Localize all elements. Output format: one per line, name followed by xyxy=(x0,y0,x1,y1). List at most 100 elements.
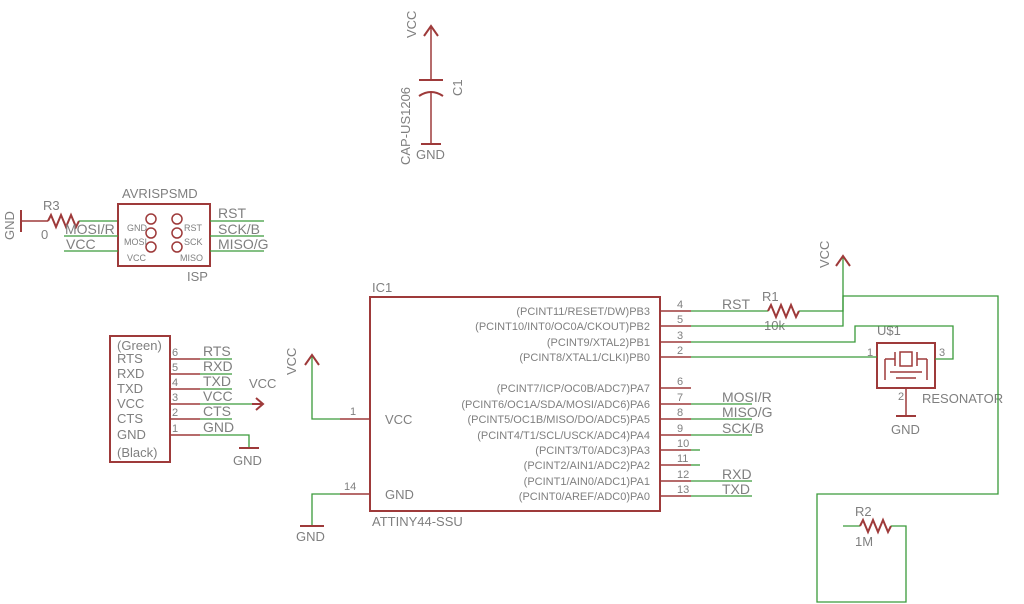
ftdi-num-1: 1 xyxy=(172,423,178,435)
ftdi-pin-rts: RTS xyxy=(117,351,143,366)
ic-pin-number: 13 xyxy=(677,484,689,496)
r3-name: R3 xyxy=(43,198,60,213)
ftdi-net-vcc: VCC xyxy=(203,388,233,404)
ftdi-pin-vcc: VCC xyxy=(117,396,144,411)
ic-pin-1: 1 xyxy=(350,406,356,418)
ic-pin-number: 9 xyxy=(677,423,683,435)
ic-pin-label: (PCINT11/RESET/DW)PB3 xyxy=(516,306,650,318)
isp-net-rst: RST xyxy=(218,205,246,221)
ic-attiny44[interactable]: IC1 ATTINY44-SSU VCC GND 1 VCC 14 GND (P… xyxy=(284,280,773,544)
ftdi-vcc-arrow-label: VCC xyxy=(249,376,276,391)
resonator-pin-1: 1 xyxy=(867,347,873,359)
capacitor-c1[interactable]: VCC C1 CAP-US1206 GND xyxy=(398,11,465,165)
isp-net-miso: MISO/G xyxy=(218,236,269,252)
ftdi-pin-gnd: GND xyxy=(117,427,146,442)
ic-pin-label: (PCINT7/ICP/OC0B/ADC7)PA7 xyxy=(497,383,650,395)
gnd-label: GND xyxy=(416,147,445,162)
ic-gnd-pin-label: GND xyxy=(385,487,414,502)
resonator-pin-3: 3 xyxy=(939,347,945,359)
resistor-r2[interactable]: R2 1M xyxy=(843,504,907,549)
ftdi-net-rts: RTS xyxy=(203,343,231,359)
ftdi-gnd-label: GND xyxy=(233,453,262,468)
ic-pin-14: 14 xyxy=(344,481,356,493)
isp-net-vcc: VCC xyxy=(66,236,96,252)
ftdi-pin-cts: CTS xyxy=(117,411,143,426)
ic-pin-label: (PCINT0/AREF/ADC0)PA0 xyxy=(519,491,650,503)
ic-gnd-net: GND xyxy=(296,529,325,544)
ftdi-bottom-label: (Black) xyxy=(117,445,157,460)
ic-vcc-pin-label: VCC xyxy=(385,412,412,427)
isp-pin-mosi: MOSI xyxy=(124,237,147,247)
ic-vcc-net: VCC xyxy=(284,348,299,375)
ftdi-num-3: 3 xyxy=(172,392,178,404)
ic-pin-number: 3 xyxy=(677,330,683,342)
ic-right-pin-group: (PCINT11/RESET/DW)PB3 4 RST (PCINT10/INT0/O… xyxy=(461,296,772,503)
ic-pin-number: 8 xyxy=(677,407,683,419)
ftdi-num-6: 6 xyxy=(172,347,178,359)
ic-pin-number: 12 xyxy=(677,469,689,481)
ic-pin-label: (PCINT6/OC1A/SDA/MOSI/ADC6)PA6 xyxy=(461,399,650,411)
ic-pin-label: (PCINT8/XTAL1/CLKI)PB0 xyxy=(519,352,650,364)
ic-pin-number: 5 xyxy=(677,314,683,326)
ic-pin-number: 4 xyxy=(677,299,683,311)
ftdi-net-rxd: RXD xyxy=(203,358,233,374)
ic-name: IC1 xyxy=(372,280,392,295)
isp-title: AVRISPSMD xyxy=(122,186,198,201)
ic-pin-label: (PCINT10/INT0/OC0A/CKOUT)PB2 xyxy=(475,321,650,333)
resistor-r3[interactable]: GND R3 0 xyxy=(2,198,118,242)
ftdi-header[interactable]: (Green) (Black) RTS RXD TXD VCC CTS GND … xyxy=(109,335,276,468)
ic-pin-number: 10 xyxy=(677,438,689,450)
ic-pin-label: (PCINT5/OC1B/MISO/DO/ADC5)PA5 xyxy=(467,414,650,426)
ic-net-label: MOSI/R xyxy=(722,389,772,405)
ic-net-label: RXD xyxy=(722,466,752,482)
ftdi-net-gnd: GND xyxy=(203,419,234,435)
isp-pin-gnd: GND xyxy=(127,223,148,233)
ftdi-pin-rxd: RXD xyxy=(117,366,144,381)
vcc-label: VCC xyxy=(404,11,419,38)
ic-net-label: MISO/G xyxy=(722,404,773,420)
r1-name: R1 xyxy=(762,289,779,304)
ic-pin-number: 11 xyxy=(677,453,688,465)
ic-pin-label: (PCINT1/AIN0/ADC1)PA1 xyxy=(524,476,650,488)
isp-pin-vcc: VCC xyxy=(127,253,147,263)
isp-name: ISP xyxy=(187,269,208,284)
ic-pin-label: (PCINT2/AIN1/ADC2)PA2 xyxy=(524,460,650,472)
ftdi-num-5: 5 xyxy=(172,362,178,374)
ftdi-num-2: 2 xyxy=(172,407,178,419)
isp-pin-rst: RST xyxy=(184,223,203,233)
resonator-gnd-label: GND xyxy=(891,422,920,437)
ftdi-net-cts: CTS xyxy=(203,403,231,419)
ic-pin-number: 6 xyxy=(677,376,683,388)
ftdi-net-txd: TXD xyxy=(203,373,231,389)
resonator-pin-2: 2 xyxy=(898,391,904,403)
capacitor-name: C1 xyxy=(450,79,465,96)
ic-pin-label: (PCINT9/XTAL2)PB1 xyxy=(547,337,650,349)
resonator-u1[interactable]: U$1 RESONATOR 1 3 2 GND xyxy=(691,295,1003,603)
resonator-name: U$1 xyxy=(877,323,901,338)
ftdi-pin-txd: TXD xyxy=(117,381,143,396)
ic-pin-label: (PCINT3/T0/ADC3)PA3 xyxy=(535,445,650,457)
isp-net-sck: SCK/B xyxy=(218,221,260,237)
ic-net-label: RST xyxy=(722,296,750,312)
capacitor-value: CAP-US1206 xyxy=(398,87,413,165)
r2-value: 1M xyxy=(855,534,873,549)
ic-part: ATTINY44-SSU xyxy=(372,514,463,529)
isp-pin-miso: MISO xyxy=(180,253,203,263)
ic-pin-label: (PCINT4/T1/SCL/USCK/ADC4)PA4 xyxy=(477,430,650,442)
isp-net-mosi: MOSI/R xyxy=(65,221,115,237)
ic-net-label: TXD xyxy=(722,481,750,497)
ic-net-label: SCK/B xyxy=(722,420,764,436)
ftdi-top-label: (Green) xyxy=(117,338,162,353)
resonator-value: RESONATOR xyxy=(922,391,1003,406)
r3-gnd-label: GND xyxy=(2,211,17,240)
ic-pin-number: 2 xyxy=(677,345,683,357)
ic-pin-number: 7 xyxy=(677,392,683,404)
r2-name: R2 xyxy=(855,504,872,519)
resistor-r1[interactable]: R1 10k VCC xyxy=(691,241,851,333)
r1-vcc-label: VCC xyxy=(817,241,832,268)
isp-header[interactable]: AVRISPSMD ISP GND MOSI VCC RST SCK MISO … xyxy=(64,186,269,284)
r3-value: 0 xyxy=(41,227,48,242)
ftdi-num-4: 4 xyxy=(172,377,178,389)
isp-pin-sck: SCK xyxy=(184,237,203,247)
